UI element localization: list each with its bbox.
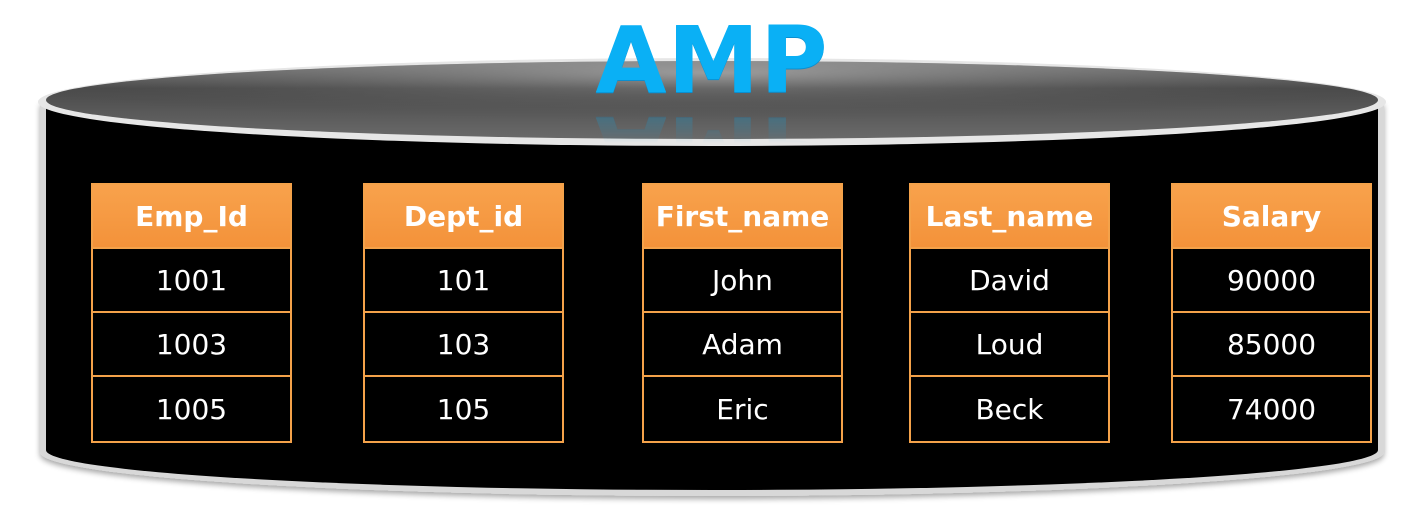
- table-cell: John: [644, 249, 841, 313]
- table-cell: 1001: [93, 249, 290, 313]
- column-header: Last_name: [911, 185, 1108, 249]
- table-cell: David: [911, 249, 1108, 313]
- cylinder-top-shine: [46, 61, 1378, 139]
- table-cell: 103: [365, 313, 562, 377]
- table-cell: 74000: [1226, 392, 1317, 426]
- amp-title: AMP: [595, 7, 829, 114]
- table-cell: 1005: [155, 392, 228, 426]
- table-cell: 101: [365, 249, 562, 313]
- column-header: First_name: [644, 185, 841, 249]
- table-cell: 85000: [1173, 313, 1370, 377]
- column-header: Salary: [1173, 185, 1370, 249]
- table-cell: 1003: [93, 313, 290, 377]
- column-header: Dept_id: [365, 185, 562, 249]
- table-cell: 105: [436, 392, 491, 426]
- table-cell: 90000: [1173, 249, 1370, 313]
- table-cell: Beck: [975, 392, 1044, 426]
- table-cell: Loud: [911, 313, 1108, 377]
- table-cell: Eric: [716, 392, 769, 426]
- table-cell: Adam: [644, 313, 841, 377]
- column-header: Emp_Id: [93, 185, 290, 249]
